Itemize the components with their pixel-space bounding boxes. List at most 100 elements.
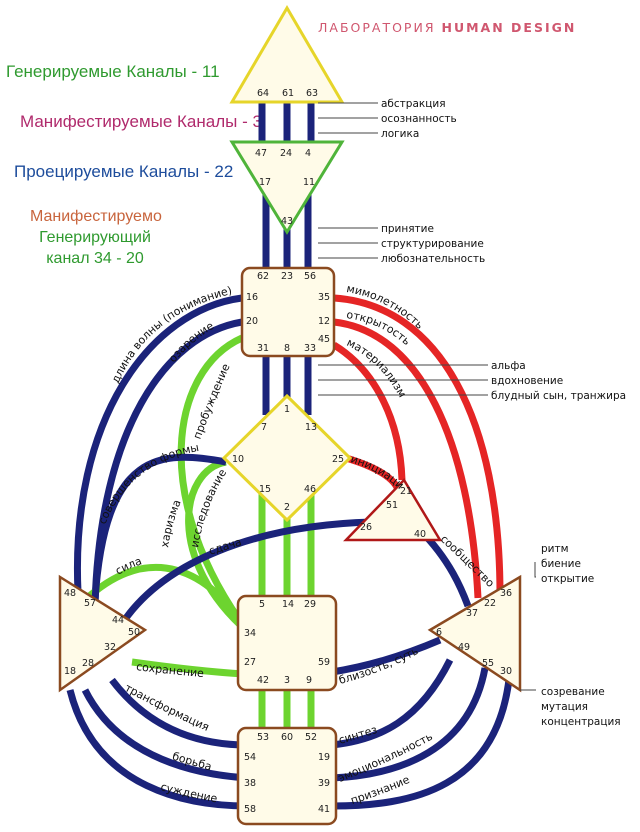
channel-32-54	[109, 677, 249, 749]
gate-46: 46	[304, 484, 316, 495]
brand-lab: ЛАБОРАТОРИЯ	[318, 20, 436, 35]
gate-60: 60	[281, 732, 293, 743]
gate-11: 11	[303, 177, 315, 188]
label-wavelength: длина волны (понимание)	[109, 284, 233, 385]
label-concentration: концентрация	[541, 716, 621, 728]
gate-13: 13	[305, 422, 317, 433]
channel-30-41	[331, 669, 514, 810]
channel-28-38	[81, 688, 249, 782]
gate-2: 2	[284, 502, 290, 513]
channel-59-6	[331, 636, 442, 676]
gate-63: 63	[306, 88, 318, 99]
label-rhythm: ритм	[541, 543, 569, 555]
channel-55-39	[331, 667, 489, 782]
right-label-texts: абстракция осознанность логика принятие …	[381, 98, 626, 728]
label-opening: открытие	[541, 573, 594, 585]
gate-29: 29	[304, 599, 316, 610]
gate-39: 39	[318, 778, 330, 789]
label-structuring: структурирование	[381, 238, 484, 250]
legend-projected: Проецируемые Каналы - 22	[14, 162, 234, 181]
gate-54: 54	[244, 752, 256, 763]
channel-44-26	[115, 518, 373, 632]
gate-23: 23	[281, 271, 293, 282]
label-awakening: пробуждение	[191, 362, 233, 441]
label-inspiration: вдохновение	[491, 375, 563, 387]
gate-28: 28	[82, 658, 94, 669]
label-mutation: мутация	[541, 701, 588, 713]
channel-50-27	[131, 658, 245, 678]
gate-27: 27	[244, 657, 256, 668]
gate-41: 41	[318, 804, 330, 815]
brand-title: ЛАБОРАТОРИЯ HUMAN DESIGN	[318, 20, 618, 35]
gate-52: 52	[305, 732, 317, 743]
gate-50: 50	[128, 627, 140, 638]
gate-31: 31	[257, 343, 269, 354]
gate-43: 43	[281, 216, 293, 227]
label-preservation: сохранение	[136, 660, 205, 680]
gate-14: 14	[282, 599, 294, 610]
gate-25: 25	[332, 454, 344, 465]
channel-12-22	[333, 318, 482, 599]
legend-generated: Генерируемые Каналы - 11	[6, 62, 220, 81]
gate-37: 37	[466, 608, 478, 619]
channel-18-58	[66, 689, 249, 810]
gate-19: 19	[318, 752, 330, 763]
heart-center	[343, 477, 443, 542]
channels-layer	[66, 102, 514, 810]
label-logic: логика	[381, 128, 419, 140]
gate-15: 15	[259, 484, 271, 495]
g-center	[221, 393, 353, 523]
channel-49-19	[331, 658, 454, 749]
gate-3: 3	[284, 675, 290, 686]
gate-9: 9	[306, 675, 312, 686]
gate-7: 7	[261, 422, 267, 433]
label-abstraction: абстракция	[381, 98, 446, 110]
legend-mg-channel: Манифестируемо Генерирующий канал 34 - 2…	[30, 206, 162, 269]
gate-44: 44	[112, 615, 124, 626]
legend-mg-line2: Генерирующий	[39, 229, 151, 246]
label-beat: биение	[541, 558, 581, 570]
gates-layer: 64 61 63 47 24 4 17 11 43 62 23 56 16 35…	[64, 88, 512, 815]
gate-61: 61	[282, 88, 294, 99]
gate-62: 62	[257, 271, 269, 282]
label-exploration: исследование	[188, 467, 229, 549]
centers-layer	[58, 5, 522, 826]
gate-58: 58	[244, 804, 256, 815]
brand-hd: HUMAN DESIGN	[441, 20, 577, 35]
gate-49: 49	[458, 642, 470, 653]
gate-21: 21	[400, 486, 412, 497]
label-acceptance: принятие	[381, 223, 434, 235]
gate-53: 53	[257, 732, 269, 743]
label-charisma: харизма	[158, 498, 184, 549]
right-labels	[318, 102, 536, 691]
root-center	[236, 726, 338, 826]
leader-rhythm	[534, 562, 536, 578]
gate-47: 47	[255, 148, 267, 159]
gate-5: 5	[259, 599, 265, 610]
gate-38: 38	[244, 778, 256, 789]
gate-36: 36	[500, 588, 512, 599]
gate-8: 8	[284, 343, 290, 354]
label-awareness: осознанность	[381, 113, 457, 125]
gate-40: 40	[414, 529, 426, 540]
gate-1: 1	[284, 404, 290, 415]
gate-42: 42	[257, 675, 269, 686]
gate-17: 17	[259, 177, 271, 188]
label-surrender: сдача	[207, 535, 243, 557]
label-prodigal: блудный сын, транжира	[491, 390, 626, 402]
sacral-center	[236, 594, 338, 692]
gate-59: 59	[318, 657, 330, 668]
channel-16-48	[73, 294, 243, 593]
channel-10-34	[185, 458, 251, 635]
legend-mg-line3: канал 34 - 20	[46, 250, 144, 267]
gate-20: 20	[246, 316, 258, 327]
legend-mg-line1: Манифестируемо	[30, 208, 162, 225]
gate-24: 24	[280, 148, 292, 159]
gate-33: 33	[304, 343, 316, 354]
gate-12: 12	[318, 316, 330, 327]
gate-30: 30	[500, 666, 512, 677]
label-alpha: альфа	[491, 360, 526, 372]
label-curiosity: любознательность	[381, 253, 485, 265]
gate-32: 32	[104, 642, 116, 653]
legend-manifested: Манифестируемые Каналы - 3	[20, 112, 262, 131]
